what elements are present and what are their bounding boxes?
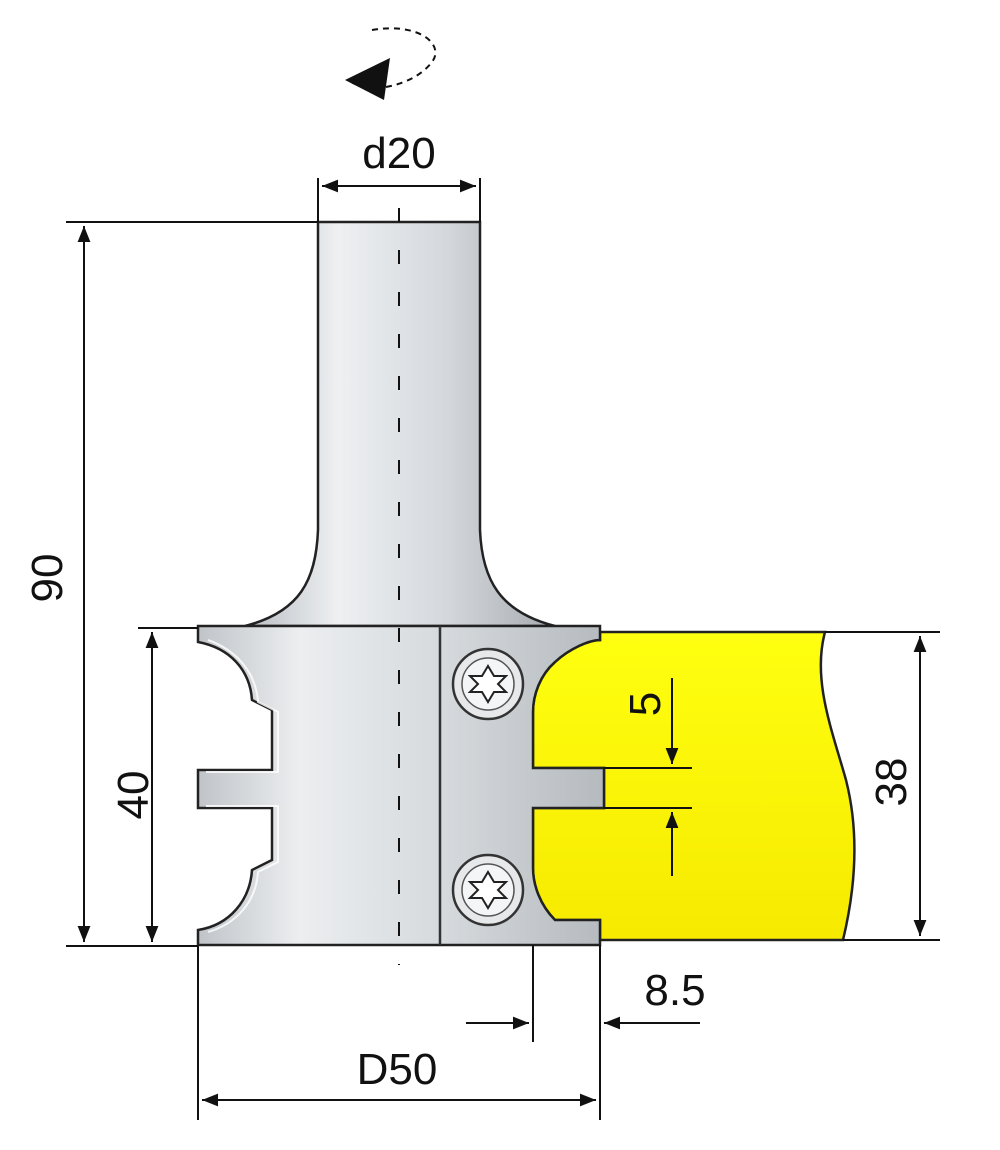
dimension-cutter-diameter: D50 xyxy=(197,946,596,1120)
label-cutter-diameter: D50 xyxy=(357,1045,438,1094)
dimension-total-length: 90 xyxy=(23,221,318,947)
label-groove-width: 5 xyxy=(621,692,670,716)
dimension-profile-depth: 8.5 xyxy=(466,945,706,1120)
label-shank-diameter: d20 xyxy=(362,129,435,178)
dimension-groove-width: 5 xyxy=(604,678,692,876)
torx-screw-icon xyxy=(451,647,525,721)
dimension-shank-diameter: d20 xyxy=(317,129,481,222)
label-profile-depth: 8.5 xyxy=(644,966,705,1015)
dimension-workpiece-thickness: 38 xyxy=(825,631,940,941)
rotation-arrow-icon xyxy=(345,27,437,100)
dimension-cutter-height: 40 xyxy=(109,627,198,942)
torx-screw-icon xyxy=(451,853,525,927)
label-total-length: 90 xyxy=(23,554,72,603)
label-workpiece-thickness: 38 xyxy=(867,758,916,807)
label-cutter-height: 40 xyxy=(109,771,158,820)
